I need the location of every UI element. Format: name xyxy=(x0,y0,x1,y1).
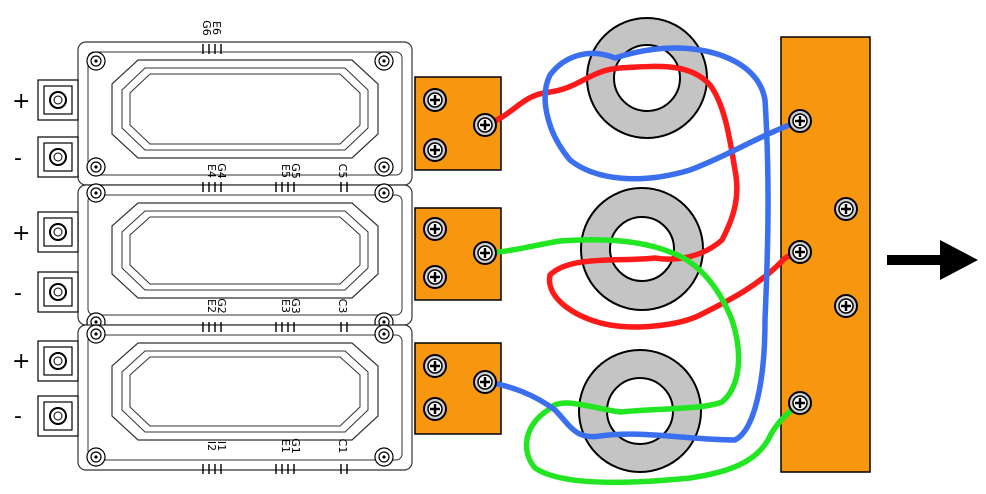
minus-label: - xyxy=(14,146,22,171)
screw xyxy=(787,390,813,416)
igbt-module-2 xyxy=(77,183,413,332)
screw xyxy=(422,396,448,422)
mounting-hole xyxy=(86,447,106,467)
screw xyxy=(422,353,448,379)
minus-label: - xyxy=(14,404,22,429)
pin-label: G4 xyxy=(215,163,228,179)
igbt-module-1 xyxy=(77,41,413,186)
right-arrow-icon xyxy=(887,240,978,280)
pin-label: E3 xyxy=(279,299,292,313)
dc-terminals xyxy=(37,79,79,437)
green-wire xyxy=(482,237,801,486)
screw xyxy=(422,264,448,290)
pin-label: C1 xyxy=(336,439,349,454)
blue-wire xyxy=(482,45,801,443)
screw xyxy=(787,239,813,265)
pin-label: G3 xyxy=(289,298,302,314)
screw xyxy=(472,112,498,138)
pin-label: I1 xyxy=(215,441,228,451)
pin-label: E5 xyxy=(279,164,292,178)
screw xyxy=(833,196,859,222)
gate-pin-ticks xyxy=(202,44,348,474)
pin-label: C3 xyxy=(336,299,349,314)
mounting-hole xyxy=(374,183,394,203)
pin-label: G5 xyxy=(289,163,302,179)
screw xyxy=(422,216,448,242)
pin-label: G1 xyxy=(289,438,302,454)
pin-label: E6 xyxy=(210,21,223,35)
mounting-hole xyxy=(374,324,394,344)
screw xyxy=(787,108,813,134)
pin-label: E2 xyxy=(205,299,218,313)
screw xyxy=(472,240,498,266)
mounting-hole xyxy=(86,51,106,71)
minus-label: - xyxy=(14,281,22,306)
power-terminal xyxy=(37,79,79,121)
pin-label: E4 xyxy=(205,164,218,178)
power-terminal xyxy=(37,271,79,313)
screw xyxy=(833,293,859,319)
mounting-hole xyxy=(86,324,106,344)
power-terminal xyxy=(37,395,79,437)
power-terminal xyxy=(37,340,79,382)
pin-label: I2 xyxy=(205,441,218,451)
ferrite-core-1 xyxy=(586,17,708,139)
power-terminal xyxy=(37,211,79,253)
red-wire xyxy=(482,63,801,330)
mounting-hole xyxy=(374,157,394,177)
plus-label: + xyxy=(12,221,30,246)
mounting-hole xyxy=(86,183,106,203)
mounting-hole xyxy=(86,157,106,177)
plus-label: + xyxy=(12,349,30,374)
ferrite-core-2 xyxy=(580,187,704,311)
mounting-hole xyxy=(374,51,394,71)
screw xyxy=(472,369,498,395)
pin-label: G6 xyxy=(200,20,213,36)
plus-label: + xyxy=(12,89,30,114)
screw xyxy=(422,87,448,113)
igbt-module-3 xyxy=(77,324,413,471)
pin-label: G2 xyxy=(215,298,228,314)
pin-label: C5 xyxy=(336,164,349,179)
screw xyxy=(422,137,448,163)
power-terminal xyxy=(37,136,79,178)
pin-label: E1 xyxy=(279,439,292,453)
mounting-hole xyxy=(374,447,394,467)
